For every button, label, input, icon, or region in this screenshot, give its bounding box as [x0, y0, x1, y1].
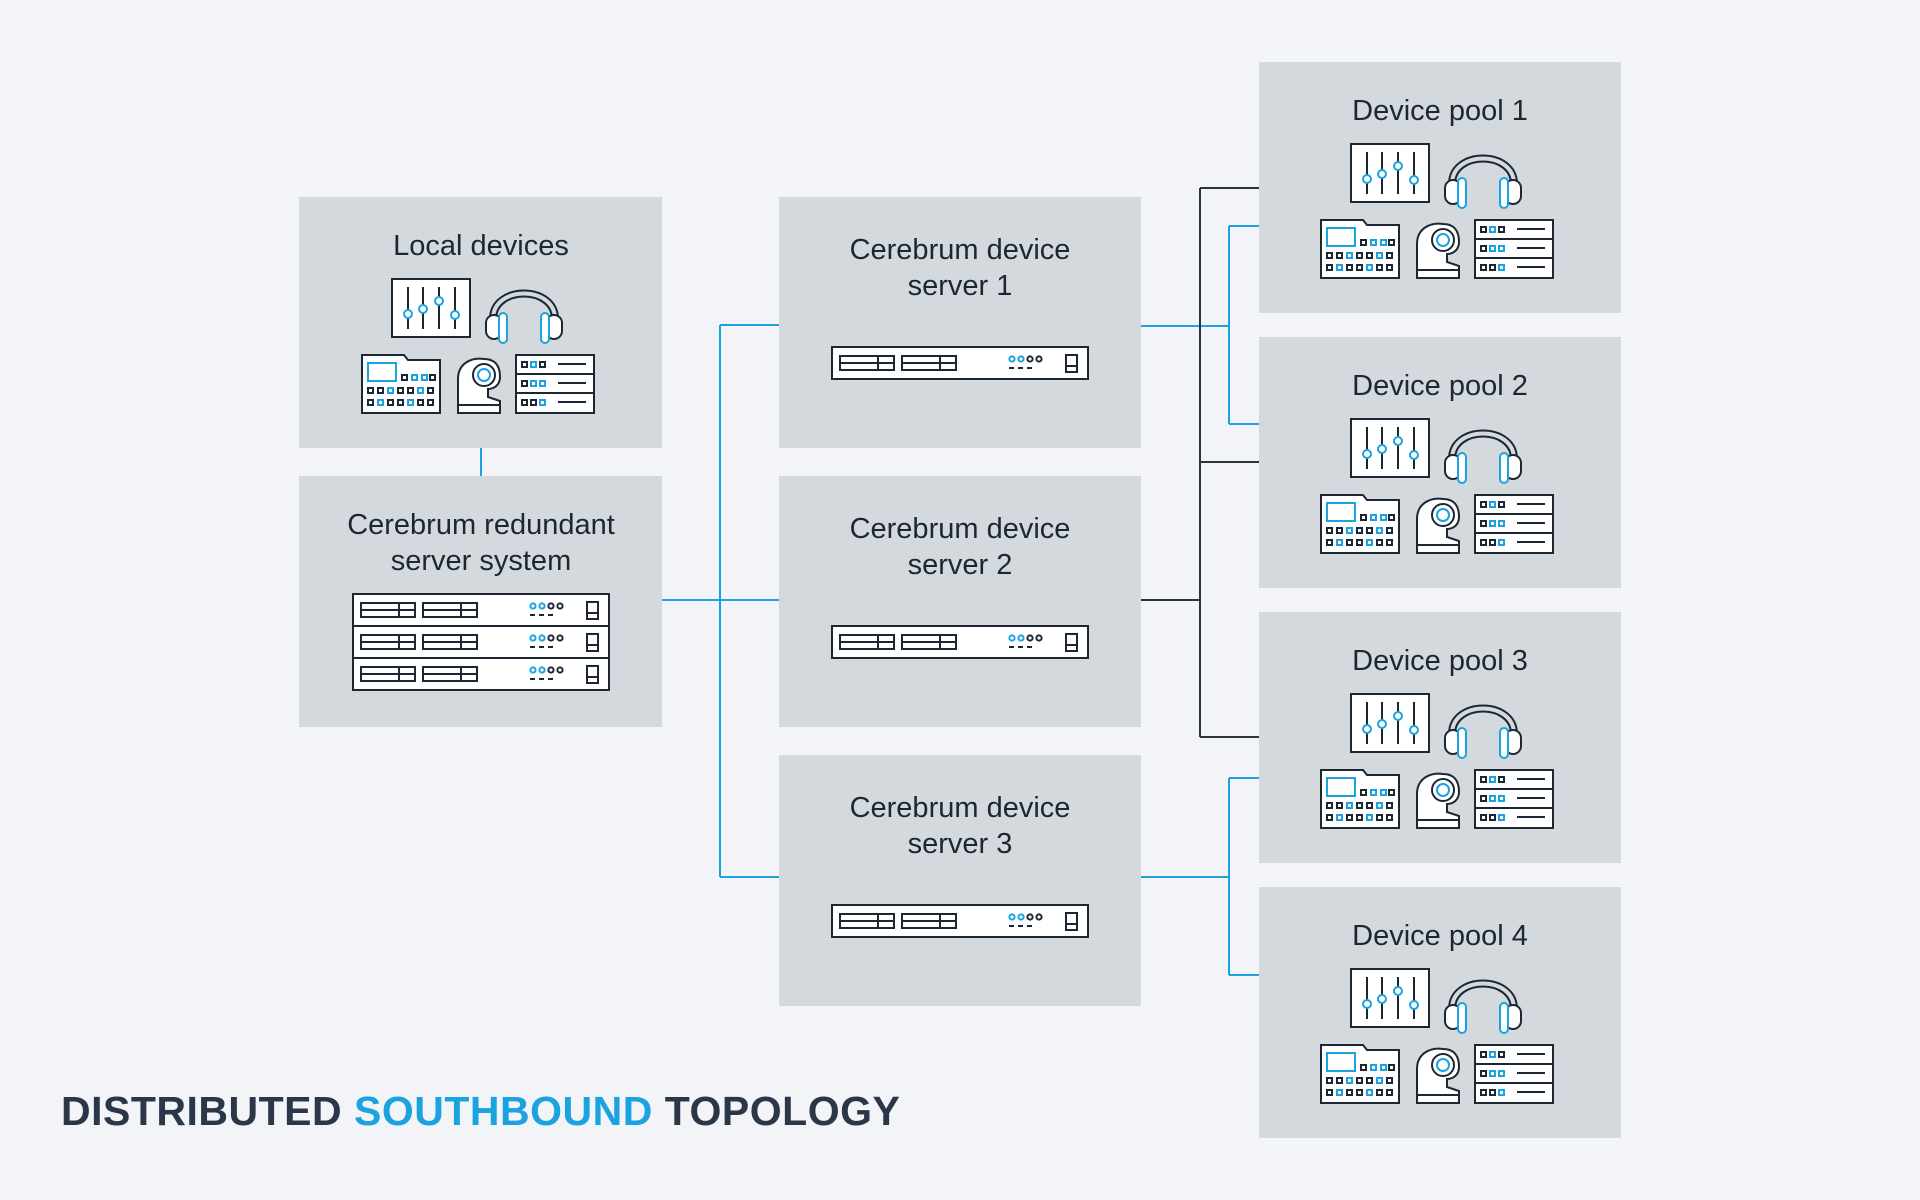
rack-server-icon: [831, 904, 1089, 938]
rack-server-icon: [352, 625, 610, 659]
device-pool-2-box: Device pool 2: [1259, 337, 1621, 588]
local-devices-box: Local devices: [299, 197, 662, 448]
device-pool-1-box: Device pool 1: [1259, 62, 1621, 313]
edge-redundant-to-servers: [662, 324, 780, 878]
device-server-2-box: Cerebrum device server 2: [779, 476, 1141, 727]
diagram-caption: DISTRIBUTED SOUTHBOUND TOPOLOGY: [61, 1088, 900, 1135]
node-title-line1: Cerebrum redundant: [347, 509, 615, 541]
caption-highlight: SOUTHBOUND: [354, 1088, 653, 1134]
node-title: Device pool 4: [1352, 920, 1528, 952]
caption-part-3: TOPOLOGY: [652, 1088, 901, 1134]
node-title: Local devices: [393, 230, 569, 262]
device-server-3-box: Cerebrum device server 3: [779, 755, 1141, 1006]
rack-server-icon: [352, 657, 610, 691]
node-title-line1: Cerebrum device: [850, 792, 1071, 824]
node-title: Device pool 1: [1352, 95, 1528, 127]
node-title-line1: Cerebrum device: [850, 234, 1071, 266]
edge-server3-to-pools: [1141, 777, 1259, 976]
node-title-line2: server 2: [908, 549, 1013, 581]
device-server-1-box: Cerebrum device server 1: [779, 197, 1141, 448]
node-title-line2: server 1: [908, 270, 1013, 302]
edge-server2-to-pools: [1141, 187, 1259, 738]
edge-server1-to-pools: [1141, 225, 1259, 425]
device-pool-3-box: Device pool 3: [1259, 612, 1621, 863]
redundant-server-box: Cerebrum redundant server system: [299, 476, 662, 727]
node-title-line1: Cerebrum device: [850, 513, 1071, 545]
node-title: Device pool 2: [1352, 370, 1528, 402]
caption-part-1: DISTRIBUTED: [61, 1088, 354, 1134]
device-pool-4-box: Device pool 4: [1259, 887, 1621, 1138]
node-title-line2: server 3: [908, 828, 1013, 860]
node-title: Device pool 3: [1352, 645, 1528, 677]
rack-server-icon: [831, 346, 1089, 380]
rack-server-icon: [831, 625, 1089, 659]
rack-server-icon: [352, 593, 610, 627]
node-title-line2: server system: [391, 545, 571, 577]
